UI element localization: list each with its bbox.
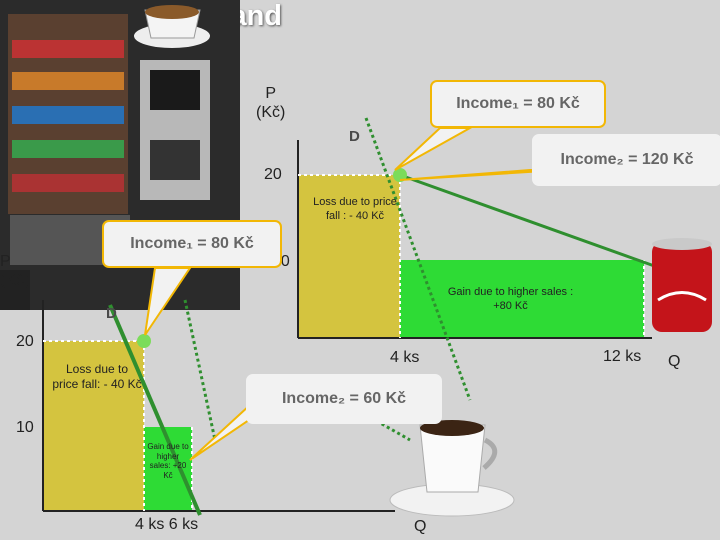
bottom-demand-label: D (106, 305, 117, 322)
bottom-base-area (43, 427, 144, 511)
bottom-x-axis-label: Q (414, 518, 427, 535)
bottom-loss-area (43, 341, 144, 427)
top-y-axis-label-line1: P (265, 85, 276, 102)
bottom-dotted-line-1 (183, 299, 217, 441)
bottom-y-axis-label-line1: P (0, 253, 11, 270)
top-base-area (298, 260, 400, 338)
bottom-price-low-label: 10 (16, 419, 34, 436)
bottom-demand-curve (108, 304, 202, 516)
top-point (393, 168, 407, 182)
top-qty-low-label: 4 ks (390, 349, 420, 366)
top-x-axis-label: Q (668, 353, 681, 370)
bottom-point (137, 334, 151, 348)
bottom-y-axis-label-line2: (Kč) (0, 272, 30, 289)
vending-machine-image (0, 0, 240, 310)
top-qty-high-label: 12 ks (603, 348, 642, 365)
top-y-axis-label-line2: (Kč) (256, 104, 286, 121)
top-gain-text: Gain due to higher sales : +80 Kč (447, 286, 574, 312)
top-gain-area (400, 260, 644, 338)
bottom-y-axis-label: P (Kč) (0, 252, 29, 290)
top-inelastic-dotted-line (364, 117, 472, 401)
top-loss-text: Loss due to price fall : - 40 Kč (313, 196, 397, 222)
coffee-cup-image (389, 420, 515, 517)
bottom-income2-callout: Income₂ = 60 Kč (246, 374, 442, 424)
callout-pointer-bottom-income1 (144, 267, 192, 336)
cola-can-image (652, 238, 712, 332)
top-demand-label: D (349, 128, 360, 145)
top-y-axis-label: P (Kč) (256, 84, 285, 122)
callout-pointer-top-income1 (394, 127, 474, 171)
top-price-high-label: 20 (264, 166, 282, 183)
top-loss-area (298, 175, 400, 260)
top-income1-callout: Income₁ = 80 Kč (430, 80, 606, 128)
bottom-price-high-label: 20 (16, 333, 34, 350)
coffee-cup-top-image (134, 5, 210, 48)
top-demand-curve (399, 173, 661, 270)
bottom-loss-text: Loss due to price fall: - 40 Kč (52, 362, 142, 391)
bottom-qty-labels: 4 ks 6 ks (135, 516, 199, 533)
top-income2-callout: Income₂ = 120 Kč (532, 134, 720, 186)
bottom-gain-text: Gain due to higher sales: +20 Kč (147, 442, 189, 480)
bottom-income1-callout: Income₁ = 80 Kč (102, 220, 282, 268)
